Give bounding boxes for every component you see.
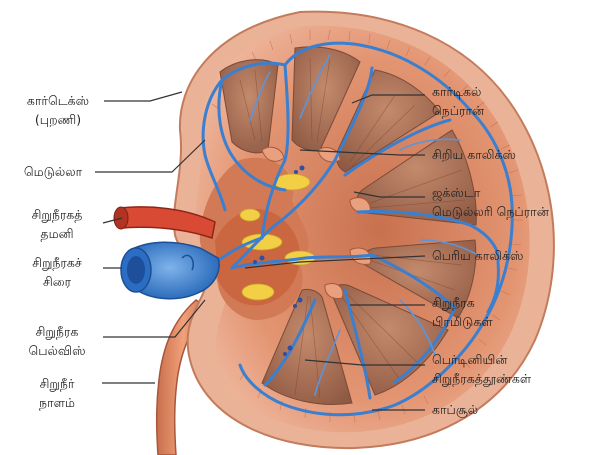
label-major-calyx-line1: பெரிய காலிக்ஸ் [432,246,523,265]
label-renal-artery: சிறுநீரகத் தமனி [10,205,104,243]
renal-vein-shape [121,242,219,299]
label-minor-calyx: சிறிய காலிக்ஸ் [432,145,516,164]
label-ureter-line1: சிறுநீர் [10,374,104,393]
label-renal-pelvis: சிறுநீரக பெல்விஸ் [10,322,104,360]
label-renal-pelvis-line1: சிறுநீரக [10,322,104,341]
label-renal-columns-line1: பெர்டினியின் [432,350,531,369]
label-medulla-line1: மெடுல்லா [10,162,96,181]
label-ureter-line2: நாளம் [10,393,104,412]
label-renal-vein: சிறுநீரகச் சிரை [10,253,104,291]
label-renal-vein-line1: சிறுநீரகச் [10,253,104,272]
label-juxtamedullary-line1: ஜக்ஸ்டா [432,183,549,202]
label-renal-vein-line2: சிரை [10,272,104,291]
label-cortical-nephron: கார்டிகல் நெப்ரான் [432,82,484,120]
label-renal-pyramid-line1: சிறுநீரக [432,293,493,312]
label-major-calyx: பெரிய காலிக்ஸ் [432,246,523,265]
label-renal-artery-line1: சிறுநீரகத் [10,205,104,224]
label-renal-columns: பெர்டினியின் சிறுநீரகத்தூண்கள் [432,350,531,388]
label-juxtamedullary-nephron: ஜக்ஸ்டா மெடுல்லரி நெப்ரான் [432,183,549,221]
label-capsule: காப்சூல் [432,400,478,419]
label-minor-calyx-line1: சிறிய காலிக்ஸ் [432,145,516,164]
label-renal-pelvis-line2: பெல்விஸ் [10,341,104,360]
label-renal-columns-line2: சிறுநீரகத்தூண்கள் [432,369,531,388]
label-juxtamedullary-line2: மெடுல்லரி நெப்ரான் [432,202,549,221]
label-renal-artery-line2: தமனி [10,224,104,243]
label-cortex-line1: கார்டெக்ஸ் [10,91,106,110]
label-cortical-nephron-line2: நெப்ரான் [432,101,484,120]
label-medulla: மெடுல்லா [10,162,96,181]
label-renal-pyramid: சிறுநீரக பிரமிடுகள் [432,293,493,331]
label-cortex: கார்டெக்ஸ் (புறணி) [10,91,106,129]
label-renal-pyramid-line2: பிரமிடுகள் [432,312,493,331]
label-cortical-nephron-line1: கார்டிகல் [432,82,484,101]
label-ureter: சிறுநீர் நாளம் [10,374,104,412]
label-cortex-line2: (புறணி) [10,110,106,129]
label-capsule-line1: காப்சூல் [432,400,478,419]
